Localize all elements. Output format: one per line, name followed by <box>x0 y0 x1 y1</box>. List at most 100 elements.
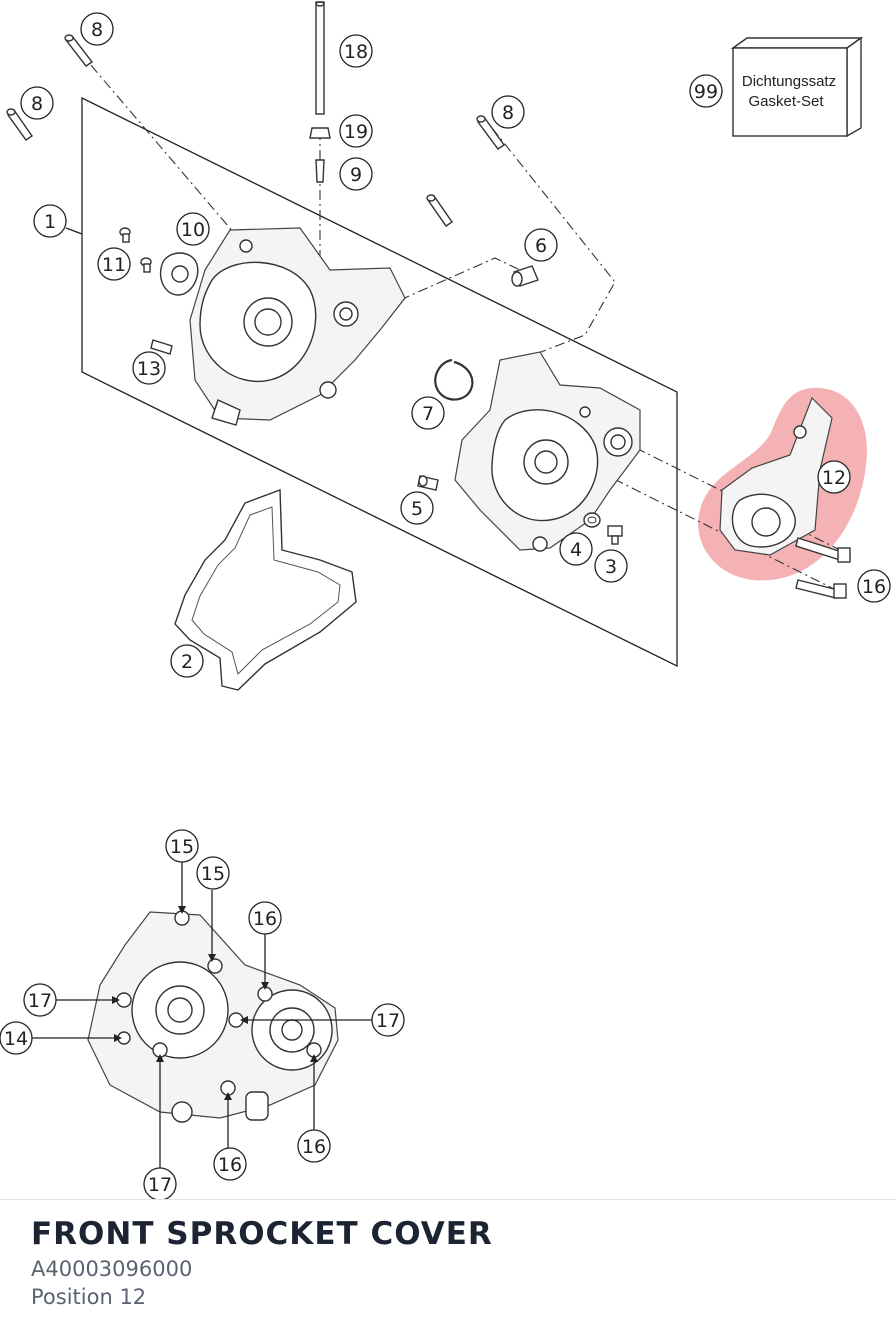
callout-circle <box>213 1147 247 1181</box>
callout-2[interactable]: 2 <box>170 644 204 678</box>
callout-circle <box>371 1003 405 1037</box>
callout-label: 17 <box>28 990 52 1012</box>
callout-circle <box>411 396 445 430</box>
callout-label: 6 <box>535 235 547 257</box>
part-info-footer: FRONT SPROCKET COVER A40003096000 Positi… <box>0 1199 896 1336</box>
crankcase-gasket-inner <box>191 506 341 675</box>
small-screw <box>119 227 131 243</box>
callout-16[interactable]: 16 <box>297 1129 331 1163</box>
crankcase-bottom-view <box>87 910 339 1123</box>
callout-17[interactable]: 17 <box>23 983 57 1017</box>
exploded-parts-diagram: Dichtungssatz Gasket-Set 8 8 18 19 9 1 10 11 <box>0 1 891 1200</box>
callout-8[interactable]: 8 <box>491 95 525 129</box>
callout-circle <box>339 114 373 148</box>
gasket-set-box <box>730 36 864 138</box>
callout-circle <box>23 983 57 1017</box>
bushing <box>511 265 539 287</box>
callout-15[interactable]: 15 <box>196 856 230 890</box>
callout-13[interactable]: 13 <box>132 351 166 385</box>
callout-3[interactable]: 3 <box>594 549 628 583</box>
callout-circle <box>170 644 204 678</box>
callout-circle <box>97 247 131 281</box>
leader-1 <box>65 227 83 235</box>
callout-circle <box>165 829 199 863</box>
callout-9[interactable]: 9 <box>339 157 373 191</box>
callout-1[interactable]: 1 <box>33 204 67 238</box>
callout-circle <box>689 74 723 108</box>
callout-7[interactable]: 7 <box>411 396 445 430</box>
callout-label: 18 <box>344 41 368 63</box>
callout-circle <box>33 204 67 238</box>
shaft-part <box>315 1 325 115</box>
callout-label: 16 <box>302 1136 326 1158</box>
callout-10[interactable]: 10 <box>176 212 210 246</box>
callout-4[interactable]: 4 <box>559 532 593 566</box>
callout-11[interactable]: 11 <box>97 247 131 281</box>
callout-circle <box>0 1021 33 1055</box>
callout-circle <box>80 12 114 46</box>
callout-circle <box>196 856 230 890</box>
small-screw <box>140 257 152 273</box>
callout-16[interactable]: 16 <box>213 1147 247 1181</box>
callout-14[interactable]: 14 <box>0 1021 33 1055</box>
callout-16[interactable]: 16 <box>248 901 282 935</box>
callout-8[interactable]: 8 <box>20 86 54 120</box>
callout-5[interactable]: 5 <box>400 491 434 525</box>
callout-label: 16 <box>862 576 886 598</box>
callout-label: 9 <box>350 164 362 186</box>
right-crankcase-half <box>454 351 641 552</box>
callout-16[interactable]: 16 <box>857 569 891 603</box>
callout-12[interactable]: 12 <box>817 460 851 494</box>
callout-15[interactable]: 15 <box>165 829 199 863</box>
sprocket-cover <box>719 396 833 556</box>
screw-part <box>315 159 325 183</box>
callout-circle <box>594 549 628 583</box>
callout-label: 5 <box>411 498 423 520</box>
alignment-line <box>77 49 241 241</box>
dowel-pin <box>64 34 94 67</box>
callout-label: 13 <box>137 358 161 380</box>
crankcase-gasket <box>174 489 357 691</box>
callout-17[interactable]: 17 <box>143 1167 177 1200</box>
callout-label: 4 <box>570 539 582 561</box>
callout-label: 2 <box>181 651 193 673</box>
plug-screw <box>607 525 623 545</box>
callout-label: 1 <box>44 211 56 233</box>
callout-circle <box>491 95 525 129</box>
gasket-set-label-en: Gasket-Set <box>748 93 824 110</box>
callout-17[interactable]: 17 <box>371 1003 405 1037</box>
part-number: A40003096000 <box>31 1257 193 1281</box>
circlip <box>434 358 474 401</box>
callout-circle <box>400 491 434 525</box>
callout-18[interactable]: 18 <box>339 34 373 68</box>
callout-circle <box>524 228 558 262</box>
callout-circle <box>857 569 891 603</box>
callout-8[interactable]: 8 <box>80 12 114 46</box>
alignment-line <box>399 257 521 301</box>
alignment-line <box>491 127 616 361</box>
callout-label: 8 <box>31 93 43 115</box>
callout-circle <box>176 212 210 246</box>
part-position: Position 12 <box>31 1285 147 1309</box>
callout-circle <box>20 86 54 120</box>
callout-label: 12 <box>822 467 846 489</box>
gasket-set-label-de: Dichtungssatz <box>742 73 836 90</box>
callout-label: 10 <box>181 219 205 241</box>
dowel-pin <box>426 194 453 227</box>
assembly-frame <box>81 96 678 668</box>
dowel-pin <box>6 108 33 141</box>
callout-6[interactable]: 6 <box>524 228 558 262</box>
callout-label: 7 <box>422 403 434 425</box>
callout-label: 16 <box>218 1154 242 1176</box>
callout-19[interactable]: 19 <box>339 114 373 148</box>
bolt <box>795 537 851 563</box>
callout-label: 17 <box>376 1010 400 1032</box>
callout-label: 11 <box>102 254 126 276</box>
bolt <box>795 579 847 599</box>
callout-circle <box>817 460 851 494</box>
callout-circle <box>297 1129 331 1163</box>
callout-circle <box>132 351 166 385</box>
callout-circle <box>143 1167 177 1200</box>
callout-99[interactable]: 99 <box>689 74 723 108</box>
